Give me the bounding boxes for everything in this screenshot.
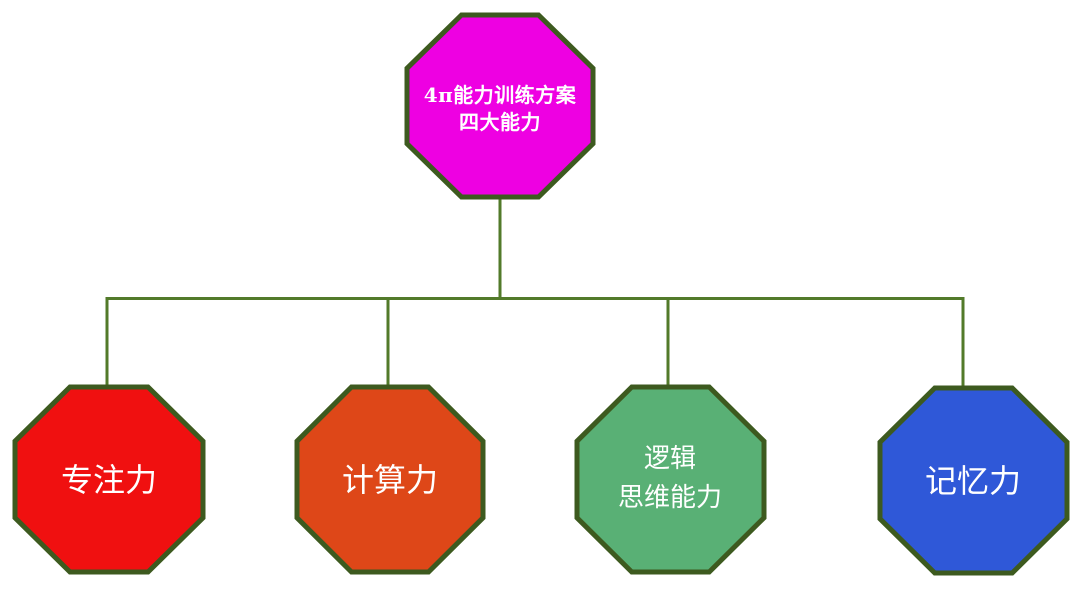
octagon-child-3: [574, 384, 767, 575]
connector-lines: [105, 196, 965, 393]
octagon-child-4: [877, 385, 1070, 576]
octagon-child-1: [12, 384, 206, 575]
octagon-root: [404, 12, 596, 200]
octagon-child-2: [294, 384, 486, 575]
octagon-nodes: [12, 12, 1070, 576]
